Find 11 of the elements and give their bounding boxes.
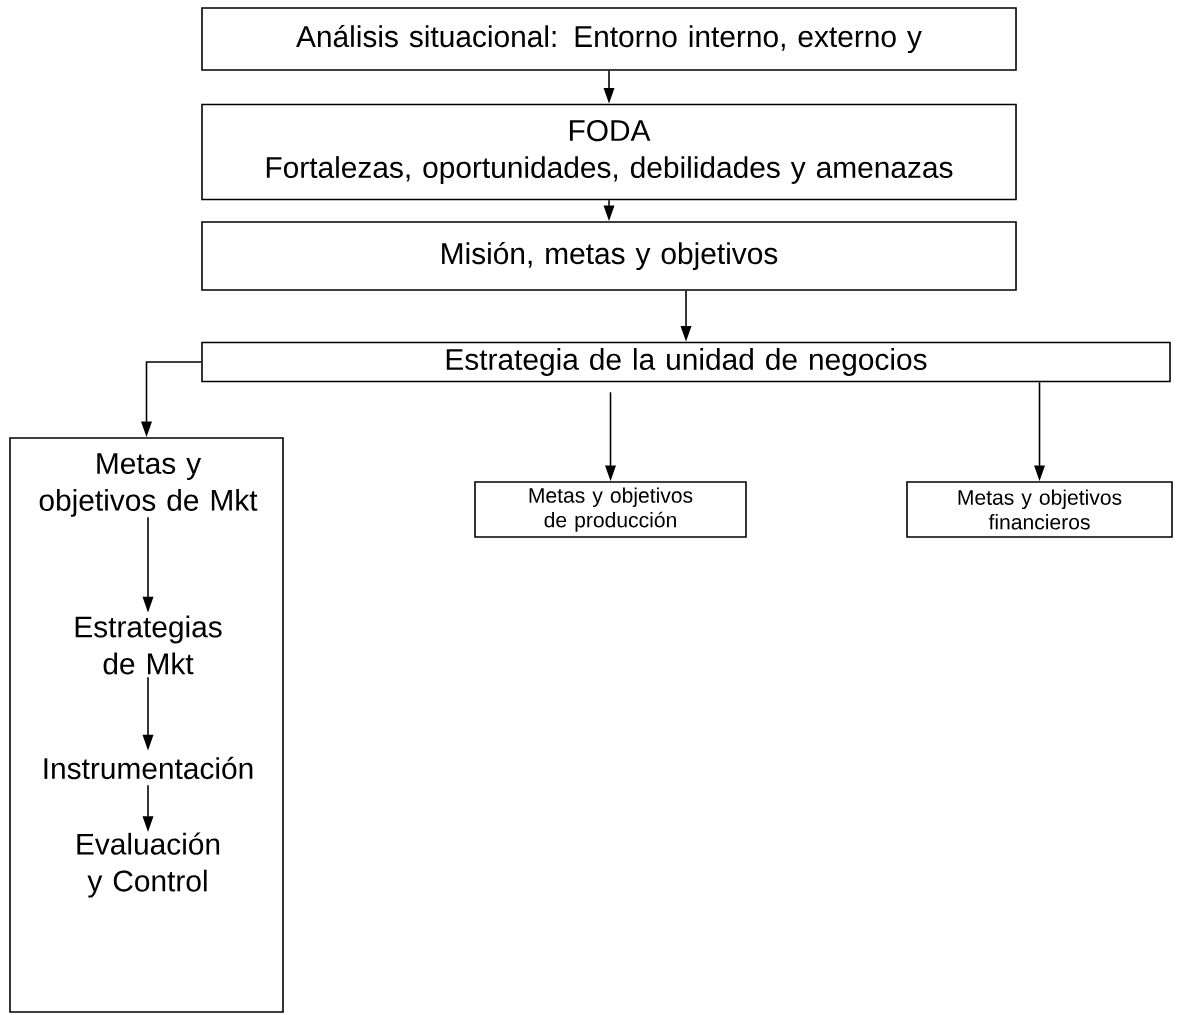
process-box: Metas y objetivos de producción	[474, 481, 747, 538]
process-box: Misión, metas y objetivos	[201, 221, 1017, 291]
step-label: Instrumentación	[44, 756, 253, 780]
step-label: Estrategias de Mkt	[75, 615, 222, 675]
process-box: Metas y objetivos financieros	[906, 481, 1173, 538]
group-box	[9, 437, 284, 1013]
process-box: Estrategia de la unidad de negocios	[201, 341, 1171, 383]
step-label: Evaluación y Control	[77, 832, 220, 898]
process-box: FODA Fortalezas, oportunidades, debilidades y amenazas	[201, 103, 1017, 201]
step-label: Metas y objetivos de Mkt	[39, 453, 258, 517]
process-box: Análisis situacional: Entorno interno, externo y	[201, 7, 1017, 71]
